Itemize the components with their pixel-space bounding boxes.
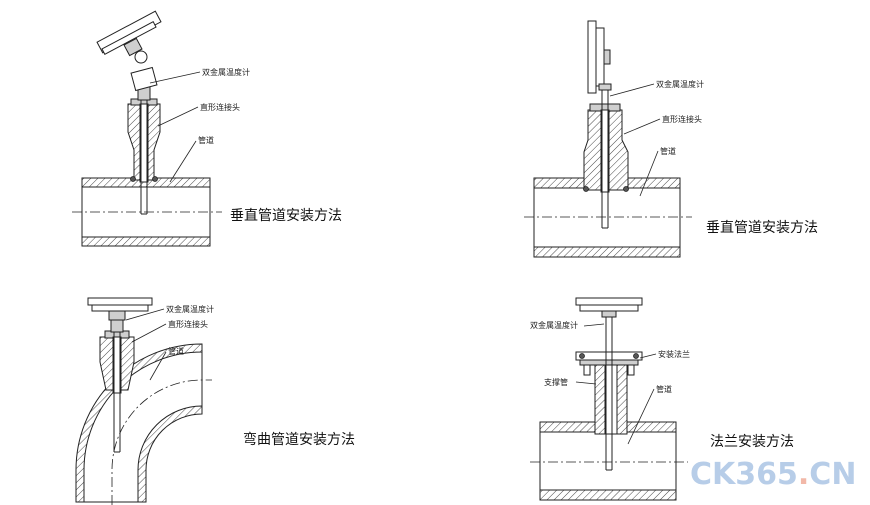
straight-connector bbox=[127, 98, 161, 183]
svg-text:CK365.CN: CK365.CN bbox=[690, 457, 856, 492]
label-pipe: 管道 bbox=[660, 146, 676, 156]
label-connector: 直形连接头 bbox=[200, 102, 240, 112]
label-thermometer: 双金属温度计 bbox=[530, 320, 578, 330]
label-thermometer: 双金属温度计 bbox=[166, 304, 214, 314]
panel-vertical-a: 双金属温度计 直形连接头 管道 垂直管道安装方法 bbox=[72, 10, 342, 247]
label-thermometer: 双金属温度计 bbox=[656, 79, 704, 89]
label-thermometer: 双金属温度计 bbox=[202, 67, 250, 77]
panel-bent: 双金属温度计 直形连接头 管道 弯曲管道安装方法 bbox=[75, 297, 355, 505]
caption-flange: 法兰安装方法 bbox=[710, 434, 794, 450]
label-pipe: 管道 bbox=[198, 135, 214, 145]
label-connector: 直形连接头 bbox=[662, 114, 702, 124]
straight-connector bbox=[583, 103, 629, 193]
label-flange: 安装法兰 bbox=[658, 349, 690, 359]
label-support: 支撑管 bbox=[544, 377, 568, 387]
caption-vertical-b: 垂直管道安装方法 bbox=[706, 219, 818, 236]
watermark-logo: CK365.CN bbox=[690, 457, 856, 492]
flat-thermometer bbox=[87, 297, 153, 333]
panel-vertical-b: 双金属温度计 直形连接头 管道 垂直管道安装方法 bbox=[524, 20, 818, 258]
flat-thermometer bbox=[575, 297, 643, 318]
tilted-thermometer bbox=[96, 10, 162, 101]
caption-vertical-a: 垂直管道安装方法 bbox=[230, 207, 342, 224]
label-pipe: 管道 bbox=[168, 346, 184, 356]
panel-flange: 双金属温度计 安装法兰 支撑管 管道 法兰安装方法 bbox=[530, 297, 794, 501]
pipe-elbow bbox=[75, 343, 212, 505]
caption-bent: 弯曲管道安装方法 bbox=[243, 431, 355, 448]
mounting-flange bbox=[575, 351, 643, 376]
label-pipe: 管道 bbox=[656, 384, 672, 394]
side-view-thermometer bbox=[587, 20, 612, 94]
label-connector: 直形连接头 bbox=[168, 319, 208, 329]
support-tube bbox=[594, 361, 628, 435]
straight-connector bbox=[99, 330, 135, 394]
